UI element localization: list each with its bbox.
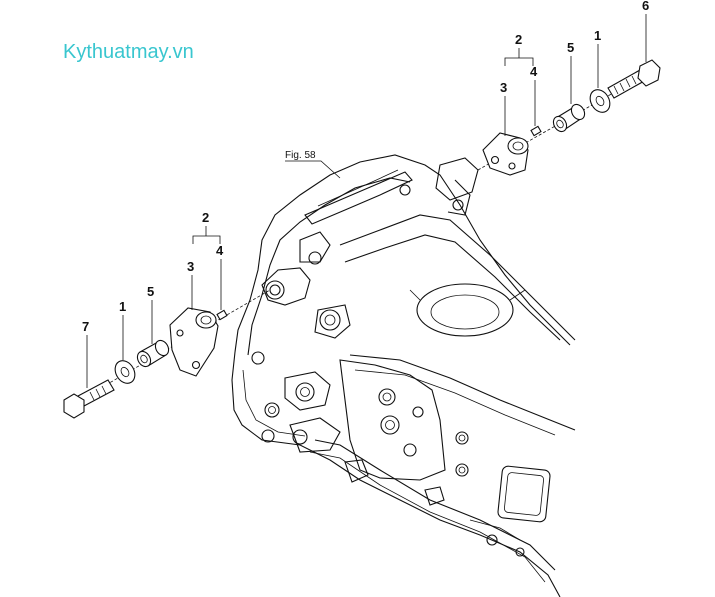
callout-6-upper: 6: [642, 0, 649, 13]
upper-mount-assembly: 6 2 1 5 4 3: [477, 0, 661, 176]
bracket-2-lower: [192, 226, 221, 244]
figure-reference: Fig. 58: [285, 150, 341, 179]
callout-4-upper: 4: [530, 64, 538, 79]
callout-2-upper: 2: [515, 32, 522, 47]
callout-7-lower: 7: [82, 319, 89, 334]
lower-washer: [114, 360, 136, 384]
fig-58-label: Fig. 58: [285, 150, 316, 161]
lower-flange-bracket: [169, 307, 219, 377]
bracket-2-upper: [504, 48, 534, 66]
callout-3-lower: 3: [187, 259, 194, 274]
callout-3-upper: 3: [500, 80, 507, 95]
lower-mount-assembly: 2 4 3 5 1 7: [63, 210, 271, 419]
callout-1-lower: 1: [119, 299, 126, 314]
lower-grease-nipple: [216, 309, 228, 321]
callout-1-upper: 1: [594, 28, 601, 43]
upper-bushing: [552, 103, 586, 133]
upper-flange-bracket: [482, 132, 529, 176]
callout-5-lower: 5: [147, 284, 154, 299]
lower-axis-line: [79, 289, 271, 401]
upper-washer: [589, 89, 611, 113]
callout-5-upper: 5: [567, 40, 574, 55]
lower-bushing: [136, 339, 170, 368]
upper-grease-nipple: [530, 125, 542, 137]
lower-bolt: [63, 379, 115, 419]
transmission-housing: [231, 154, 576, 597]
watermark-text: Kythuatmay.vn: [63, 41, 194, 63]
callout-4-lower: 4: [216, 243, 224, 258]
upper-bolt: [607, 59, 661, 99]
callout-2-lower: 2: [202, 210, 209, 225]
fig-58-leader: [285, 160, 341, 179]
